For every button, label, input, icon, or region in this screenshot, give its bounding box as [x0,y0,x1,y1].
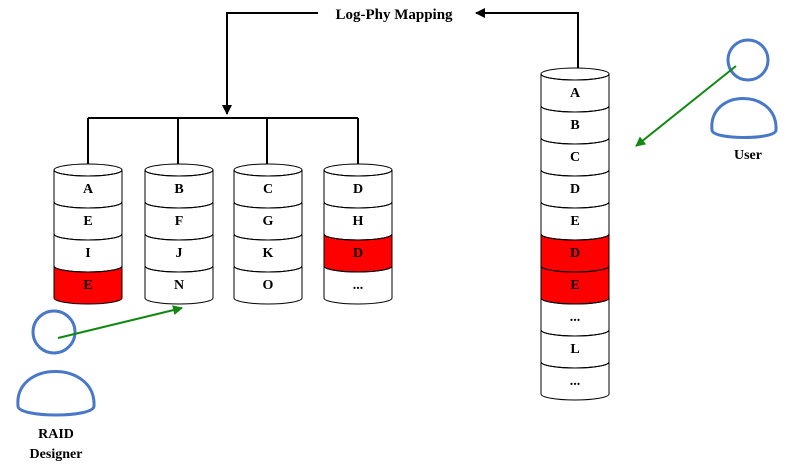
logical-disk-block-label: ... [570,374,581,389]
disk2-block-label: B [174,182,183,197]
disk3-block: O [233,265,303,305]
designer-person-icon [16,309,96,417]
disk1-block-label: A [83,182,94,197]
logical-disk-block-label: E [570,278,579,293]
disk4-block-label: ... [353,278,364,293]
logical-disk-block: E [540,201,610,241]
disk4-block: D [323,233,393,273]
logical-disk-block-rim [540,73,610,81]
disk3-block: G [233,201,303,241]
logical-disk-block-label: A [570,86,581,101]
logical-disk-block: D [540,169,610,209]
designer-label-line2: Designer [30,447,83,462]
disk3-block-rim [233,233,303,241]
physical-disk-3: C G K O [233,163,303,305]
logical-disk-block-rim [540,297,610,305]
disk2-block-label: J [176,246,183,261]
disk1-block: A [53,169,123,209]
physical-disk-2: B F J N [144,163,214,305]
logical-disk-block: C [540,137,610,177]
disk1-block-rim [53,201,123,209]
mapping-title: Log-Phy Mapping [335,7,453,23]
disk2-block-rim [144,169,214,177]
disk2-block: N [144,265,214,305]
disk3-block-label: C [263,182,273,197]
disk4-block-label: D [353,246,363,261]
disk1-block-label: E [83,278,92,293]
disk3-block-label: G [263,214,274,229]
user-access-arrow [635,65,737,147]
disk3-block-rim [233,265,303,273]
disk3-block-rim [233,201,303,209]
logical-disk-block-rim [540,105,610,113]
disk1-block-rim [53,265,123,273]
disk1-block-rim [53,233,123,241]
user-person-icon [710,38,778,139]
logical-to-title-connector [475,8,579,72]
disk4-block-label: D [353,182,363,197]
logical-disk-block-label: B [570,118,579,133]
disk4-block: D [323,169,393,209]
logical-disk-block-rim [540,329,610,337]
logical-disk-block-label: ... [570,310,581,325]
disk1-block-label: I [85,246,90,261]
physical-disk-4: D H D... [323,163,393,305]
logical-disk-block: A [540,73,610,113]
logical-disk-block-rim [540,361,610,369]
disk4-block: H [323,201,393,241]
disk4-block-rim [323,201,393,209]
disk1-block-label: E [83,214,92,229]
logical-disk-block: L [540,329,610,369]
designer-label-line1: RAID [38,427,74,442]
logical-disk-block-label: E [570,214,579,229]
disk2-block-rim [144,233,214,241]
disk2-block-label: F [175,214,184,229]
disk3-block-rim [233,169,303,177]
logical-disk-block-label: D [570,182,580,197]
disk1-block: E [53,265,123,305]
logical-disk-block-rim [540,169,610,177]
disk3-block: C [233,169,303,209]
disk2-block-rim [144,201,214,209]
designer-access-arrow [57,305,183,339]
logical-disk-block-label: C [570,150,580,165]
logical-disk-block: B [540,105,610,145]
disk2-block-label: N [174,278,184,293]
logical-disk-block-rim [540,265,610,273]
logical-disk-block: D [540,233,610,273]
logical-disk-block: ... [540,361,610,401]
disk1-block-rim [53,169,123,177]
disk4-block-rim [323,265,393,273]
disk4-block: ... [323,265,393,305]
logical-disk-block-rim [540,137,610,145]
logical-disk-block: ... [540,297,610,337]
disk3-block-label: K [263,246,274,261]
disk4-block-label: H [353,214,364,229]
logical-disk-block-label: L [570,342,579,357]
physical-disk-1: A E I E [53,163,123,305]
logical-disk-block-rim [540,233,610,241]
title-to-bus-connector [222,12,318,115]
disk2-block: B [144,169,214,209]
logical-disk-block: E [540,265,610,305]
disk3-block-label: O [263,278,274,293]
disk2-block: J [144,233,214,273]
user-label: User [734,148,762,163]
logical-disk-block-rim [540,201,610,209]
logical-disk: A B C D E D E... L... [540,67,610,401]
disk2-block: F [144,201,214,241]
disk4-block-rim [323,169,393,177]
disk2-block-rim [144,265,214,273]
disk4-block-rim [323,233,393,241]
disk1-block: E [53,201,123,241]
logical-disk-block-label: D [570,246,580,261]
disk1-block: I [53,233,123,273]
disk3-block: K [233,233,303,273]
